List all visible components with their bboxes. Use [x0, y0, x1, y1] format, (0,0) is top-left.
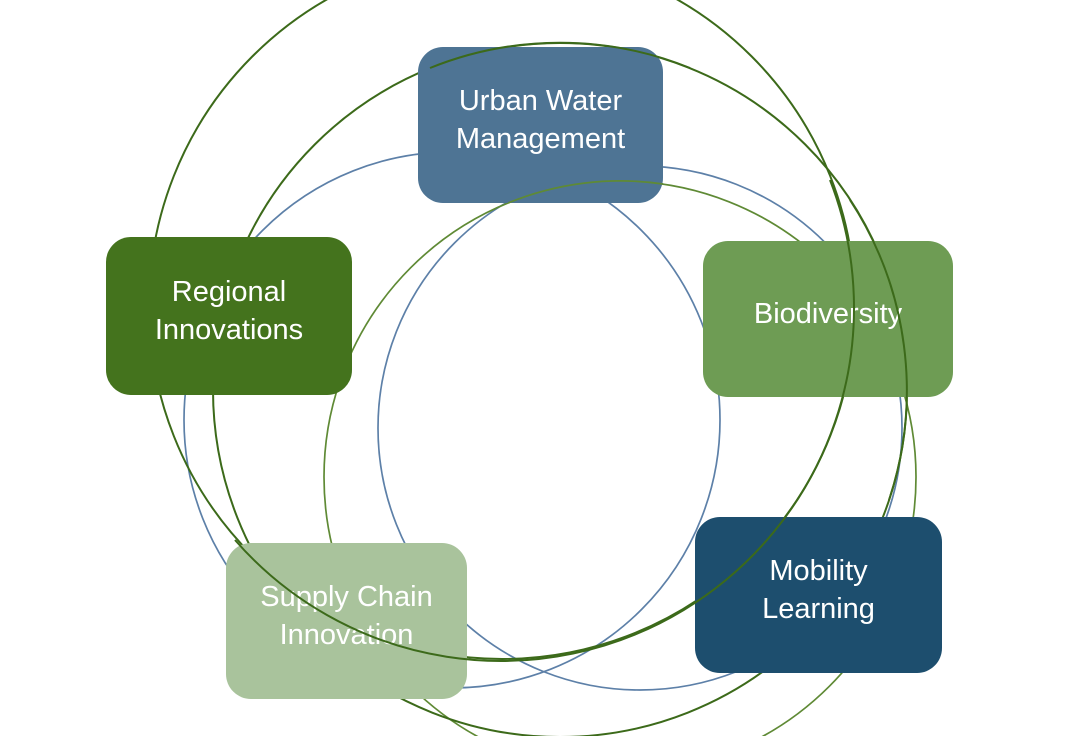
- node-label-urban-water-management: Urban Water Management: [455, 84, 626, 155]
- node-label-supply-chain-innovation: Supply Chain Innovation: [260, 580, 433, 651]
- node-label-biodiversity: Biodiversity: [753, 297, 903, 330]
- node-regional-innovations[interactable]: Regional Innovations: [106, 237, 352, 395]
- node-label-regional-innovations: Regional Innovations: [154, 275, 304, 346]
- node-label-mobility-learning: Mobility Learning: [762, 554, 875, 625]
- node-urban-water-management[interactable]: Urban Water Management: [418, 47, 663, 203]
- node-mobility-learning[interactable]: Mobility Learning: [695, 517, 942, 673]
- node-biodiversity[interactable]: Biodiversity: [703, 241, 953, 397]
- node-supply-chain-innovation[interactable]: Supply Chain Innovation: [226, 543, 467, 699]
